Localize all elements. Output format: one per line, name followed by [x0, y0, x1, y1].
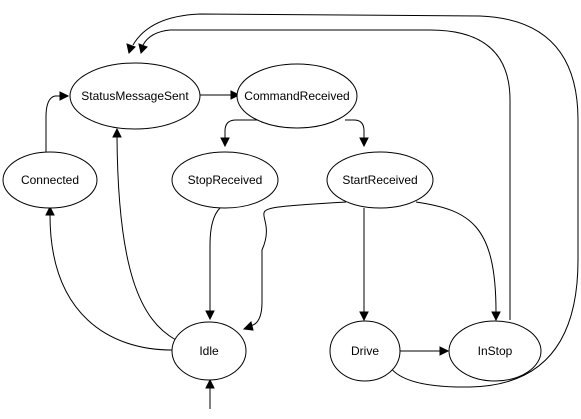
edge-start-received-to-drive [359, 208, 369, 322]
state-drive-label: Drive [351, 344, 379, 358]
state-command-received-label: CommandReceived [244, 89, 349, 103]
state-status-message-sent-label: StatusMessageSent [81, 89, 189, 103]
state-status-message-sent[interactable]: StatusMessageSent [69, 62, 201, 130]
edge-command-received-to-stop-received [220, 119, 260, 148]
edge-command-received-to-start-received [345, 119, 369, 148]
state-idle-label: Idle [199, 344, 219, 358]
state-connected[interactable]: Connected [2, 151, 98, 209]
state-drive[interactable]: Drive [329, 320, 401, 382]
state-idle[interactable]: Idle [171, 321, 247, 381]
state-command-received[interactable]: CommandReceived [236, 63, 358, 129]
edge-status-message-sent-to-command-received [200, 90, 241, 100]
state-stop-received[interactable]: StopReceived [171, 151, 279, 209]
state-connected-label: Connected [21, 173, 79, 187]
edge-connected-to-status-message-sent [45, 91, 70, 152]
edge-drive-to-in-stop [397, 346, 450, 356]
state-stop-received-label: StopReceived [188, 173, 263, 187]
edge-stop-received-to-idle [205, 207, 221, 321]
state-start-received-label: StartReceived [342, 173, 417, 187]
edge-start-received-to-in-stop [415, 201, 501, 322]
edge-drive-to-status-message-sent [126, 13, 579, 388]
edge-idle-to-status-message-sent [112, 127, 177, 341]
nodes: StatusMessageSent CommandReceived Connec… [2, 62, 542, 382]
edge-idle-to-connected [45, 205, 173, 351]
state-in-stop[interactable]: InStop [448, 320, 542, 382]
edge-start-received-to-idle [242, 201, 347, 331]
edges [45, 13, 579, 409]
state-start-received[interactable]: StartReceived [326, 151, 434, 209]
edge-in-stop-to-status-message-sent [138, 29, 511, 320]
state-in-stop-label: InStop [478, 344, 513, 358]
edge-initial-to-idle [205, 378, 215, 409]
